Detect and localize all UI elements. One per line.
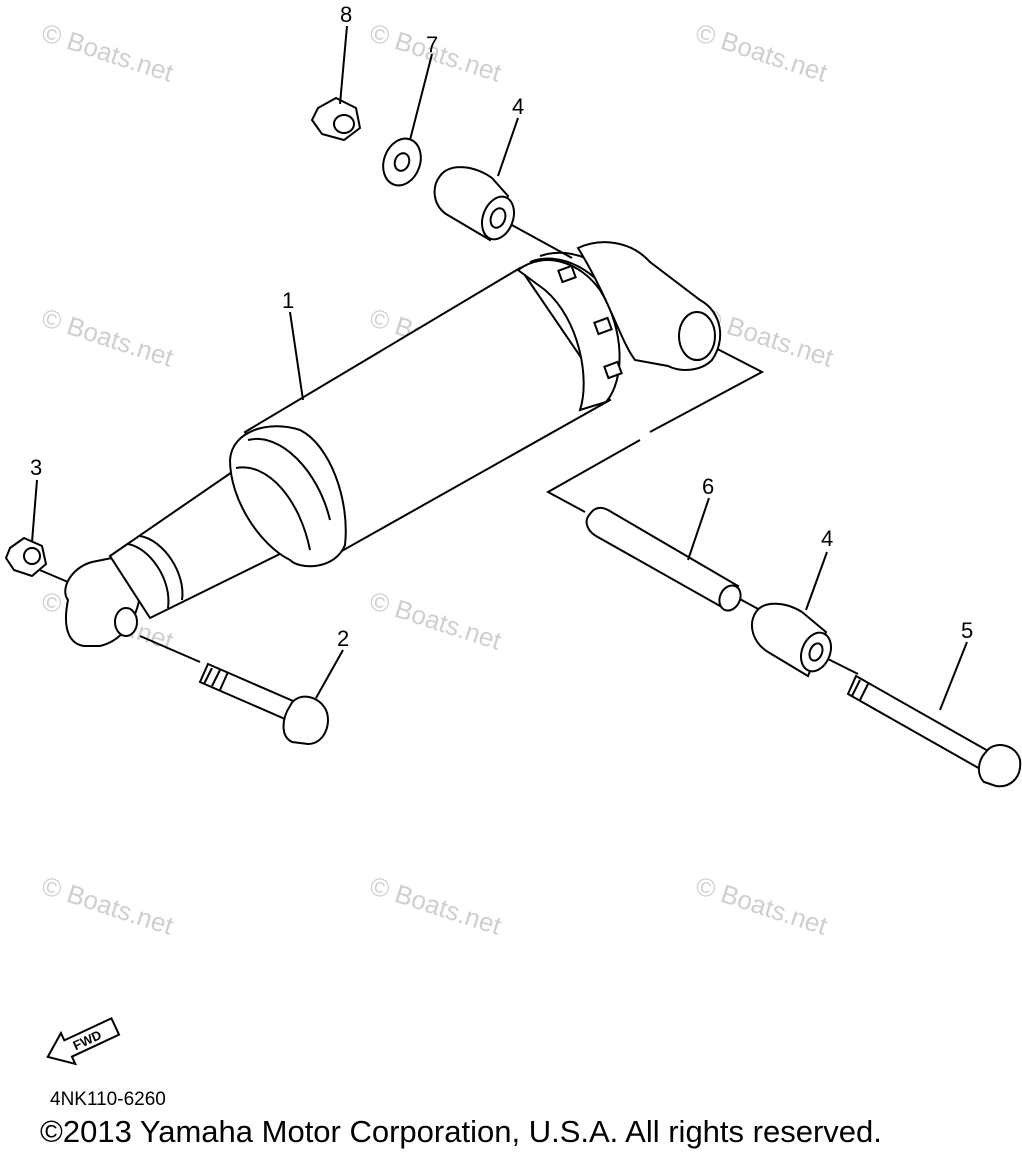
callout-number: 5 [961, 618, 973, 643]
callout-number: 7 [426, 32, 438, 57]
part-code: 4NK110-6260 [50, 1089, 166, 1110]
watermark: © Boats.net [692, 17, 832, 88]
collar-upper[interactable] [433, 166, 520, 244]
leader-lines [31, 25, 968, 711]
watermark: © Boats.net [366, 585, 506, 656]
shock-absorber[interactable] [64, 241, 722, 647]
copyright-notice: ©2013 Yamaha Motor Corporation, U.S.A. A… [40, 1114, 882, 1149]
callout-number: 4 [821, 526, 833, 551]
watermark: © Boats.net [38, 17, 178, 88]
bolt-right[interactable] [846, 674, 1022, 788]
callout-number: 8 [340, 2, 352, 27]
watermark: © Boats.net [692, 870, 832, 941]
callout-number: 3 [30, 455, 42, 480]
nut-lower[interactable] [4, 536, 48, 578]
watermark: © Boats.net [366, 870, 506, 941]
callout-number: 2 [337, 626, 349, 651]
sleeve[interactable] [585, 506, 745, 614]
fwd-arrow: FWD [46, 1017, 121, 1066]
washer[interactable] [377, 133, 427, 190]
callout-number: 1 [282, 288, 294, 313]
callout-number: 4 [512, 94, 524, 119]
callout-number: 6 [702, 474, 714, 499]
bolt-lower[interactable] [198, 662, 329, 746]
collar-lower[interactable] [751, 602, 836, 678]
nut-top[interactable] [310, 96, 362, 142]
callouts: 1 2 3 4 4 5 6 7 8 [30, 2, 973, 651]
watermark: © Boats.net [38, 870, 178, 941]
watermark: © Boats.net [38, 302, 178, 373]
